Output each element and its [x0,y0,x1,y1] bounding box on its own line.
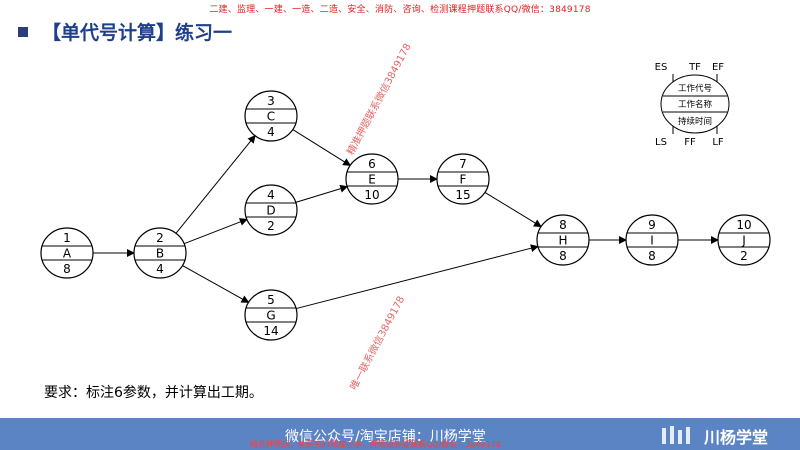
logo-text: 川杨学堂 [704,428,769,447]
edges [93,129,719,310]
node-code: 10 [736,218,751,232]
footer-bar: 微信公众号/淘宝店铺：川杨学堂 精准押题班，免费资料题库分享，押题班答疑联系QQ… [0,418,800,450]
legend-es: ES [655,62,668,73]
node-duration: 10 [364,188,379,202]
node-code: 6 [368,157,376,171]
node-8: 8H8 [536,214,590,266]
node-ellipse [717,214,771,266]
edge-2-3 [175,134,256,234]
legend-lf: LF [712,137,724,148]
node-1: 1A8 [40,227,94,279]
edge-3-6 [292,129,352,166]
requirement-text: 要求：标注6参数，并计算出工期。 [44,385,263,401]
node-duration: 8 [559,249,567,263]
top-banner: 二建、监理、一建、一造、二造、安全、消防、咨询、检测课程押题联系QQ/微信：38… [209,5,591,15]
node-code: 4 [267,188,275,202]
node-code: 7 [459,157,467,171]
node-code: 2 [156,231,164,245]
node-name: F [460,173,467,187]
node-duration: 2 [740,249,748,263]
node-ellipse [133,227,187,279]
node-duration: 4 [267,125,275,139]
node-name: E [368,173,376,187]
legend: ES TF EF LS FF LF 工作代号 工作名称 持续时间 [655,62,730,148]
edge-2-5 [182,265,250,303]
edge-5-8 [295,244,539,310]
legend-ff: FF [684,137,696,148]
edge-4-6 [295,184,349,203]
node-duration: 8 [63,262,71,276]
node-code: 1 [63,231,71,245]
legend-ellipse [660,74,730,134]
node-ellipse [244,90,298,142]
node-name: C [267,110,275,124]
node-name: G [266,309,275,323]
node-ellipse [345,153,399,205]
node-ellipse [436,153,490,205]
node-code: 8 [559,218,567,232]
node-name: D [266,204,275,218]
page-title: 【单代号计算】练习一 [42,22,233,44]
node-4: 4D2 [244,184,298,236]
node-duration: 4 [156,262,164,276]
edge-2-4 [183,218,248,245]
title-block: 【单代号计算】练习一 [18,18,232,45]
node-name: I [650,234,654,248]
node-9: 9I8 [625,214,679,266]
node-2: 2B4 [133,227,187,279]
legend-ef: EF [712,62,724,73]
edge-7-8 [484,191,542,228]
legend-duration: 持续时间 [678,116,712,127]
legend-tf: TF [688,62,701,73]
node-name: A [63,247,72,261]
logo-icon [662,426,690,444]
footer-sub-text: 精准押题班，免费资料题库分享，押题班答疑联系QQ/微信：3849178 [250,440,501,449]
node-ellipse [40,227,94,279]
node-3: 3C4 [244,90,298,142]
node-duration: 14 [263,324,278,338]
node-ellipse [625,214,679,266]
legend-ls: LS [655,137,667,148]
node-ellipse [244,289,298,341]
node-duration: 2 [267,219,275,233]
node-ellipse [536,214,590,266]
node-duration: 15 [455,188,470,202]
node-ellipse [244,184,298,236]
node-name: H [558,234,567,248]
node-code: 3 [267,94,275,108]
node-code: 5 [267,293,275,307]
node-code: 9 [648,218,656,232]
node-name: B [156,247,164,261]
node-name: J [741,234,746,248]
node-duration: 8 [648,249,656,263]
title-bullet-icon [18,26,28,37]
footer-main-text: 微信公众号/淘宝店铺：川杨学堂 [285,429,486,445]
legend-name: 工作名称 [678,99,713,110]
legend-code: 工作代号 [678,83,712,94]
